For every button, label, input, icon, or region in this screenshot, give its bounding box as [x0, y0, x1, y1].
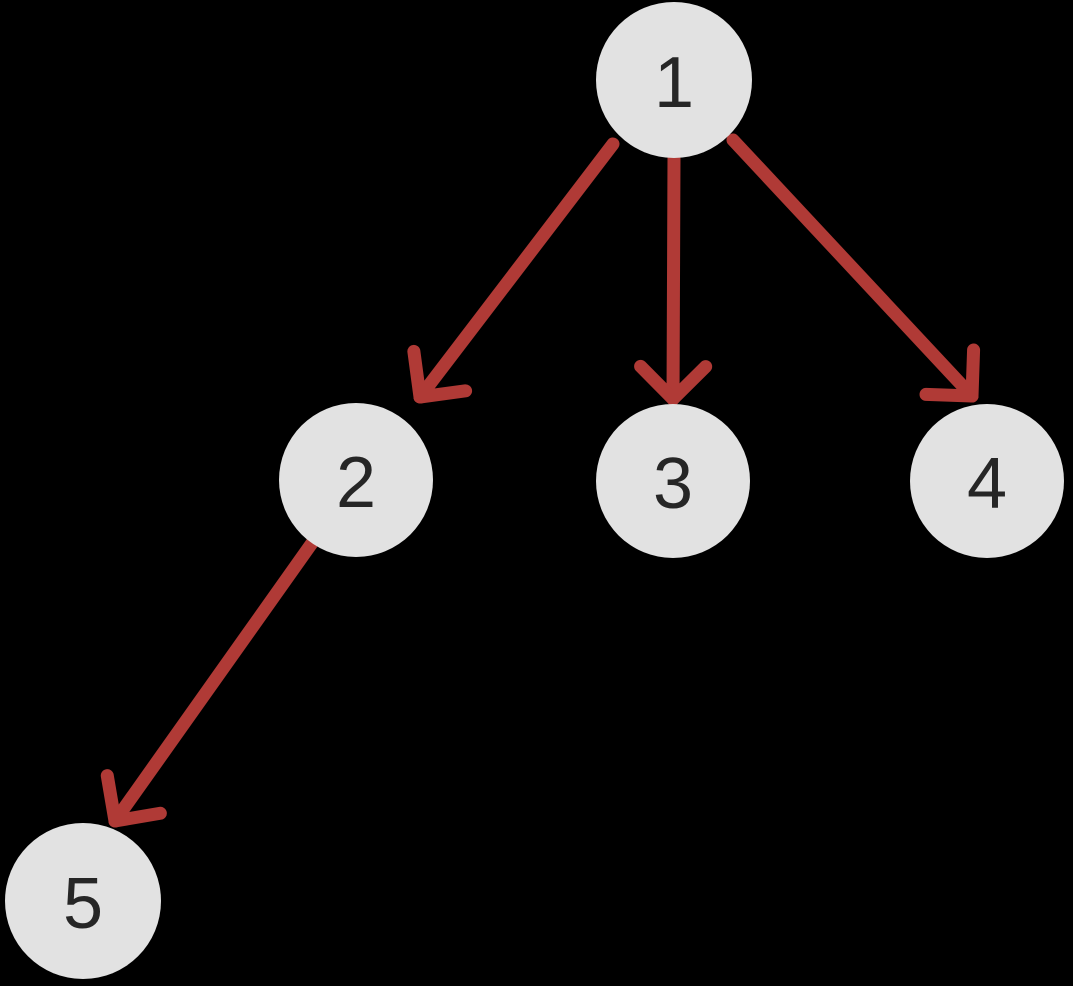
edge-shaft	[108, 536, 319, 828]
arrowhead-arm	[108, 806, 167, 828]
node-circle	[596, 404, 750, 558]
node-label: 2	[336, 443, 376, 523]
graph-node-4: 4	[910, 404, 1064, 558]
node-label: 3	[653, 444, 693, 524]
arrowhead-arm	[965, 343, 981, 403]
edge-shaft	[413, 137, 620, 404]
arrowhead-arm	[407, 344, 427, 404]
arrowhead-arm	[634, 359, 680, 406]
nodes-layer: 1 2 3 4 5	[5, 2, 1064, 979]
edge-shaft	[726, 133, 979, 403]
graph-node-5: 5	[5, 823, 161, 979]
node-circle	[279, 403, 433, 557]
edge-1-4	[726, 133, 981, 403]
node-circle	[5, 823, 161, 979]
arrowhead-arm	[413, 384, 473, 404]
edge-shaft	[666, 151, 681, 406]
node-label: 4	[967, 444, 1007, 524]
edge-1-3	[634, 151, 713, 406]
arrowhead-arm	[100, 769, 122, 828]
graph-node-1: 1	[596, 2, 752, 158]
graph-node-2: 2	[279, 403, 433, 557]
arrowhead-arm	[919, 387, 979, 403]
edge-1-2	[407, 137, 620, 404]
node-circle	[596, 2, 752, 158]
edges-layer	[100, 133, 981, 828]
node-label: 5	[63, 864, 103, 944]
node-label: 1	[654, 43, 694, 123]
edge-2-5	[100, 536, 319, 828]
arrowhead-arm	[666, 360, 713, 406]
node-circle	[910, 404, 1064, 558]
graph-node-3: 3	[596, 404, 750, 558]
